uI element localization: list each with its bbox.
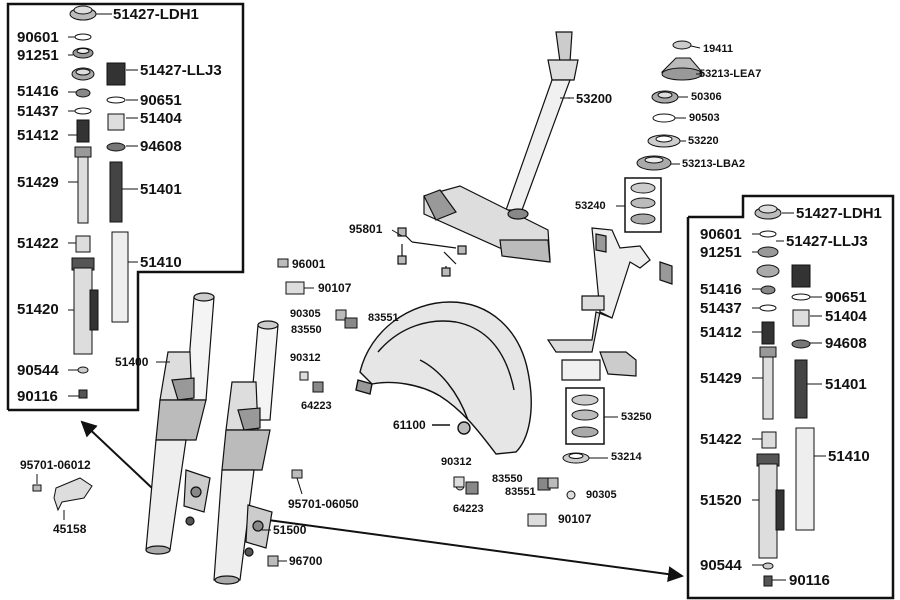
left-box-parts bbox=[69, 5, 129, 399]
label-51429-r: 51429 bbox=[700, 370, 742, 387]
steering-bearings bbox=[562, 40, 704, 464]
label-83550-b: 83550 bbox=[492, 473, 523, 485]
label-51401: 51401 bbox=[140, 181, 182, 198]
label-53214: 53214 bbox=[611, 451, 642, 463]
hardware-center bbox=[277, 258, 576, 527]
label-91251: 91251 bbox=[17, 47, 59, 64]
bearing-leaders bbox=[589, 45, 702, 459]
stem-leaders bbox=[391, 97, 574, 237]
label-94608-r: 94608 bbox=[825, 335, 867, 352]
label-51427-llj3-r: 51427-LLJ3 bbox=[786, 233, 868, 250]
label-90107: 90107 bbox=[318, 281, 352, 295]
steering-stem bbox=[397, 31, 579, 277]
label-64223-b: 64223 bbox=[453, 503, 484, 515]
left-box-leaders bbox=[68, 13, 138, 397]
label-53220: 53220 bbox=[688, 135, 719, 147]
label-51500: 51500 bbox=[273, 523, 307, 537]
label-51404-r: 51404 bbox=[825, 308, 867, 325]
right-box-leaders bbox=[752, 212, 826, 581]
label-90107-b: 90107 bbox=[558, 512, 592, 526]
fork-leaders bbox=[156, 361, 271, 531]
label-90312: 90312 bbox=[290, 352, 321, 364]
label-51437: 51437 bbox=[17, 103, 59, 120]
label-90601: 90601 bbox=[17, 29, 59, 46]
label-51520-r: 51520 bbox=[700, 492, 742, 509]
label-90305: 90305 bbox=[290, 308, 321, 320]
label-90503: 90503 bbox=[689, 112, 720, 124]
label-90651: 90651 bbox=[140, 92, 182, 109]
label-96700: 96700 bbox=[289, 554, 323, 568]
right-fork-box bbox=[686, 194, 895, 600]
hardware-left bbox=[32, 469, 303, 567]
label-19411: 19411 bbox=[703, 43, 733, 55]
label-53240: 53240 bbox=[575, 200, 606, 212]
label-95701-06050: 95701-06050 bbox=[288, 497, 359, 511]
label-51410: 51410 bbox=[140, 254, 182, 271]
label-51412-r: 51412 bbox=[700, 324, 742, 341]
label-51401-r: 51401 bbox=[825, 376, 867, 393]
label-90116-r: 90116 bbox=[789, 572, 830, 589]
label-91251-r: 91251 bbox=[700, 244, 742, 261]
label-90651-r: 90651 bbox=[825, 289, 867, 306]
right-box-parts bbox=[754, 204, 815, 587]
label-51400: 51400 bbox=[115, 355, 149, 369]
label-51427-ldh1: 51427-LDH1 bbox=[113, 6, 199, 23]
label-51412: 51412 bbox=[17, 127, 59, 144]
label-61100: 61100 bbox=[393, 418, 426, 432]
label-96001: 96001 bbox=[292, 257, 326, 271]
label-53250: 53250 bbox=[621, 411, 652, 423]
label-51404: 51404 bbox=[140, 110, 182, 127]
label-51416-r: 51416 bbox=[700, 281, 742, 298]
label-51429: 51429 bbox=[17, 174, 59, 191]
label-51437-r: 51437 bbox=[700, 300, 742, 317]
label-51427-ldh1-r: 51427-LDH1 bbox=[796, 205, 882, 222]
label-90544-r: 90544 bbox=[700, 557, 742, 574]
front-fender bbox=[355, 301, 532, 455]
frame-headtube bbox=[546, 227, 673, 381]
label-90544: 90544 bbox=[17, 362, 59, 379]
label-51420: 51420 bbox=[17, 301, 59, 318]
label-53213-lba2: 53213-LBA2 bbox=[682, 158, 745, 170]
label-90601-r: 90601 bbox=[700, 226, 742, 243]
label-51410-r: 51410 bbox=[828, 448, 870, 465]
label-64223: 64223 bbox=[301, 400, 332, 412]
callout-arrows bbox=[80, 420, 684, 583]
label-51422-r: 51422 bbox=[700, 431, 742, 448]
label-95701-06012: 95701-06012 bbox=[20, 458, 91, 472]
label-50306: 50306 bbox=[691, 91, 722, 103]
label-51427-llj3: 51427-LLJ3 bbox=[140, 62, 222, 79]
label-94608: 94608 bbox=[140, 138, 182, 155]
label-45158: 45158 bbox=[53, 522, 87, 536]
label-83551-b: 83551 bbox=[505, 486, 536, 498]
label-53200: 53200 bbox=[576, 91, 613, 106]
label-90312-b: 90312 bbox=[441, 456, 472, 468]
label-90305-b: 90305 bbox=[586, 489, 617, 501]
label-95801: 95801 bbox=[349, 222, 383, 236]
left-fork-box bbox=[6, 2, 245, 412]
label-51416: 51416 bbox=[17, 83, 59, 100]
label-90116: 90116 bbox=[17, 388, 58, 405]
label-51422: 51422 bbox=[17, 235, 59, 252]
label-83550: 83550 bbox=[291, 324, 322, 336]
fork-assembly bbox=[145, 292, 279, 585]
label-83551: 83551 bbox=[368, 312, 399, 324]
label-53213-lea7: 53213-LEA7 bbox=[699, 68, 762, 80]
